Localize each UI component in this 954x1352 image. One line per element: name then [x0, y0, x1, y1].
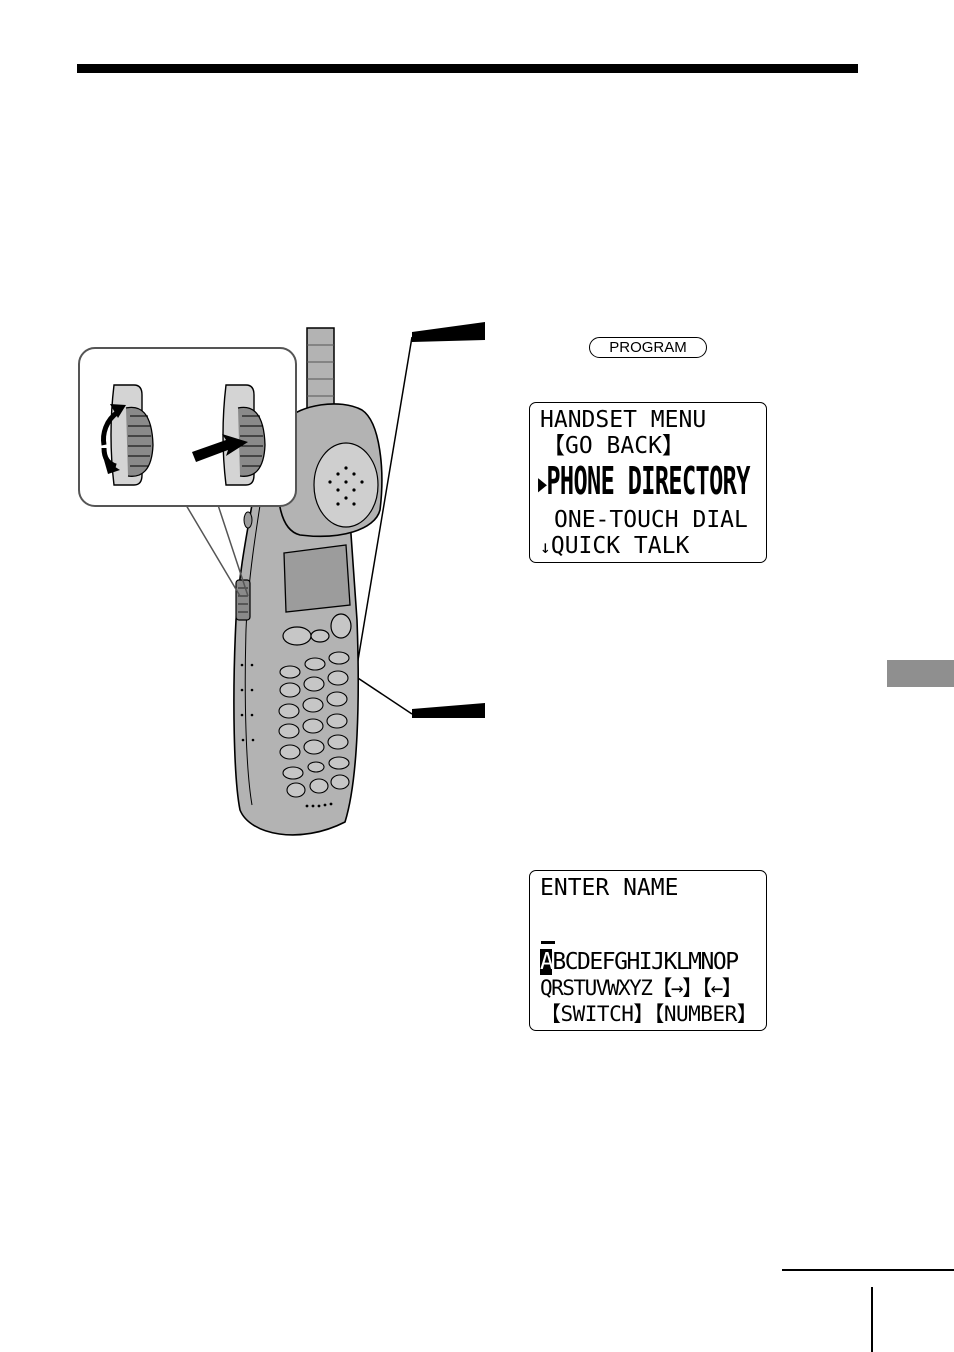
- lcd-enter-name-title: ENTER NAME: [540, 875, 679, 901]
- cordless-handset-icon: [233, 403, 383, 836]
- text-cursor: [541, 941, 555, 944]
- lcd-menu-quick-talk: QUICK TALK: [550, 533, 690, 559]
- lcd-switch-number-row: 【SWITCH】【NUMBER】: [540, 1002, 758, 1026]
- jog-dial-rotate-icon: [101, 384, 154, 486]
- antenna-icon: [306, 327, 335, 414]
- lcd-menu-selected-row: ▶PHONE DIRECTORY: [538, 459, 750, 506]
- lcd-menu-go-back: 【GO BACK】: [542, 433, 685, 459]
- lcd-handset-menu: HANDSET MENU 【GO BACK】 ▶PHONE DIRECTORY …: [529, 402, 767, 563]
- lcd-enter-name: ENTER NAME ABCDEFGHIJKLMNOP QRSTUVWXYZ【→…: [529, 870, 767, 1031]
- selected-letter: A: [540, 949, 554, 975]
- footer-rule: [782, 1269, 954, 1271]
- section-tab: [887, 660, 954, 687]
- lcd-menu-title: HANDSET MENU: [540, 407, 707, 433]
- lcd-alphabet-row-1: ABCDEFGHIJKLMNOP: [540, 949, 739, 975]
- lcd-menu-quick-talk-row: ↓QUICK TALK: [540, 533, 689, 561]
- scroll-down-icon: ↓: [540, 537, 551, 558]
- footer-divider: [871, 1287, 873, 1352]
- jog-dial-press-icon: [192, 384, 266, 486]
- top-rule: [77, 64, 858, 73]
- program-button[interactable]: PROGRAM: [589, 337, 707, 358]
- lcd-menu-phone-directory: PHONE DIRECTORY: [546, 459, 750, 503]
- jog-dial-callout: [78, 347, 297, 597]
- selection-marker-icon: ▶: [538, 469, 547, 498]
- alphabet-row-1-text: BCDEFGHIJKLMNOP: [552, 949, 739, 975]
- lcd-alphabet-row-2: QRSTUVWXYZ【→】【←】: [540, 976, 743, 1000]
- lcd-menu-one-touch-dial: ONE-TOUCH DIAL: [554, 507, 748, 533]
